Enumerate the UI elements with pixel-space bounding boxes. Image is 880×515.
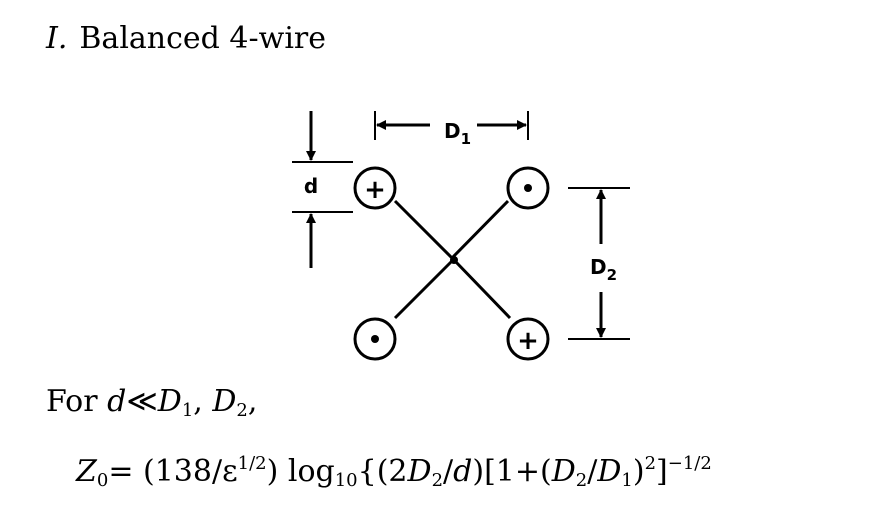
polarity-dot bbox=[371, 335, 379, 343]
conductor-bottom-right: + bbox=[506, 317, 550, 361]
conductor-top-right bbox=[506, 166, 550, 210]
conductor-bottom-left bbox=[353, 317, 397, 361]
d1-label: D1 bbox=[444, 119, 471, 148]
cross-wire-c bbox=[393, 259, 454, 320]
cross-junction bbox=[450, 256, 458, 264]
conductor-top-left: + bbox=[353, 166, 397, 210]
cross-wire-d bbox=[453, 259, 512, 320]
polarity-plus: + bbox=[364, 175, 386, 205]
section-title: Balanced 4-wire bbox=[79, 21, 327, 56]
condition-line: For d≪D1, D2, bbox=[46, 384, 258, 421]
polarity-plus: + bbox=[517, 326, 539, 356]
four-wire-diagram: + + D1 D2 d bbox=[292, 111, 630, 361]
impedance-formula: Z0= (138/ε1/2) log10{(2D2/d)[1+(D2/D1)2]… bbox=[76, 453, 712, 491]
cross-wire-b bbox=[450, 199, 510, 260]
section-number: I. bbox=[46, 21, 68, 56]
section-heading: I. Balanced 4-wire bbox=[46, 24, 326, 54]
d2-label: D2 bbox=[590, 255, 617, 284]
cross-wire-a bbox=[393, 199, 454, 260]
polarity-dot bbox=[524, 184, 532, 192]
d-label: d bbox=[304, 174, 318, 198]
